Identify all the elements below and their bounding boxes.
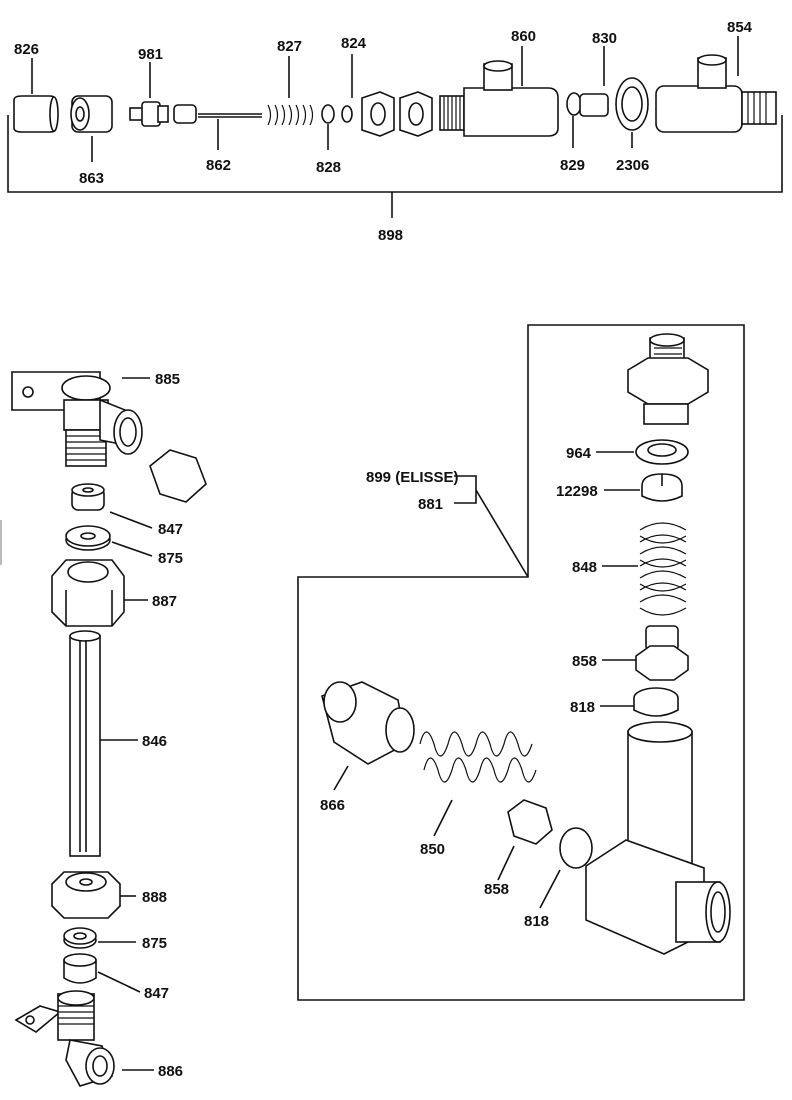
- left-assembly: [11, 371, 207, 1087]
- part-824-seal: [341, 105, 353, 123]
- part-858-hex-horizontal: [507, 799, 553, 845]
- part-847-lower: [63, 953, 97, 984]
- part-875-lower: [63, 927, 97, 949]
- left-labels: 885 847 875 887 846 888 875 847 886: [142, 371, 183, 1080]
- part-850-spring: [419, 731, 537, 783]
- label-866: 866: [320, 797, 345, 814]
- part-12298-plug: [641, 473, 683, 502]
- part-860-tee: [439, 60, 559, 137]
- part-862-pin: [173, 104, 262, 124]
- label-858-vertical: 858: [572, 653, 597, 670]
- part-863-nut: [70, 95, 113, 133]
- top-labels: 826 863 981 862 827 824 828 860 830 829 …: [14, 19, 753, 244]
- label-818-vertical: 818: [570, 699, 595, 716]
- label-848: 848: [572, 559, 597, 576]
- label-827: 827: [277, 38, 302, 55]
- label-887: 887: [152, 593, 177, 610]
- part-828-washer: [321, 104, 335, 124]
- part-847-upper: [71, 483, 105, 511]
- label-830: 830: [592, 30, 617, 47]
- part-846-tube: [69, 630, 101, 857]
- label-886: 886: [158, 1063, 183, 1080]
- part-885-cap: [149, 449, 207, 503]
- label-824: 824: [341, 35, 367, 52]
- part-885-elbow: [11, 371, 143, 467]
- label-981: 981: [138, 46, 163, 63]
- label-850: 850: [420, 841, 445, 858]
- label-847-upper: 847: [158, 521, 183, 538]
- label-875-lower: 875: [142, 935, 167, 952]
- label-964: 964: [566, 445, 592, 462]
- part-888-nut: [51, 871, 121, 919]
- hex-nut-pair: [361, 91, 433, 137]
- label-858-horizontal: 858: [484, 881, 509, 898]
- label-826: 826: [14, 41, 39, 58]
- label-860: 860: [511, 28, 536, 45]
- part-875-upper: [65, 525, 111, 551]
- top-assembly: [7, 36, 783, 218]
- part-866-fitting: [321, 681, 415, 765]
- box-labels: 899 (ELISSE) 881 964 12298 848 858 818 8…: [320, 445, 598, 930]
- label-863: 863: [79, 170, 104, 187]
- label-888: 888: [142, 889, 167, 906]
- label-818-horizontal: 818: [524, 913, 549, 930]
- part-858-hex-vertical: [635, 625, 689, 681]
- label-881: 881: [418, 496, 443, 513]
- part-981-fitting: [129, 101, 169, 127]
- label-875-upper: 875: [158, 550, 183, 567]
- label-828: 828: [316, 159, 341, 176]
- label-829: 829: [560, 157, 585, 174]
- part-818-disc-horizontal: [559, 827, 593, 869]
- page-edge-mark: [0, 520, 2, 565]
- label-12298: 12298: [556, 483, 598, 500]
- part-827-spring: [267, 104, 314, 126]
- label-885: 885: [155, 371, 180, 388]
- part-964-washer: [635, 439, 689, 465]
- part-top-fitting: [627, 333, 709, 425]
- part-818-disc-vertical: [633, 687, 679, 717]
- boxed-assembly: [297, 324, 745, 1001]
- part-main-body: [585, 721, 731, 955]
- label-862: 862: [206, 157, 231, 174]
- part-826-cap: [13, 95, 59, 133]
- label-846: 846: [142, 733, 167, 750]
- part-854-tee: [655, 54, 777, 133]
- label-854: 854: [727, 19, 753, 36]
- label-2306: 2306: [616, 157, 649, 174]
- part-829-830-valve: [566, 92, 609, 117]
- part-886-elbow: [14, 990, 115, 1087]
- label-899-elisse: 899 (ELISSE): [366, 469, 459, 486]
- part-2306-gasket: [615, 77, 649, 131]
- label-847-lower: 847: [144, 985, 169, 1002]
- part-848-spring: [639, 522, 687, 616]
- part-887-nut: [51, 559, 125, 627]
- label-898: 898: [378, 227, 403, 244]
